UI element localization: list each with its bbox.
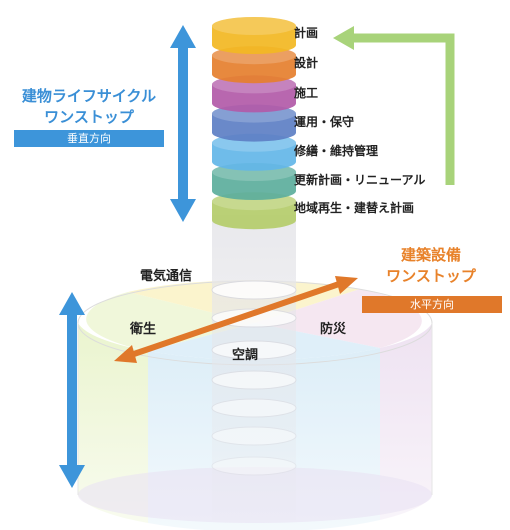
inner-discs	[211, 280, 297, 476]
lifecycle-direction-badge: 垂直方向	[14, 130, 164, 147]
lifecycle-stack	[212, 17, 296, 230]
stage-label-regeneration: 地域再生・建替え計画	[294, 201, 415, 215]
feedback-arrow	[333, 26, 455, 185]
inner-column	[212, 215, 296, 520]
stage-label-plan: 計画	[294, 26, 319, 40]
stage-label-repair: 修繕・維持管理	[294, 144, 379, 158]
diagonal-arrow-facilities	[114, 276, 358, 363]
facilities-title: 建築設備 ワンストップ	[376, 245, 486, 287]
facilities-title-line2: ワンストップ	[386, 267, 476, 285]
stage-label-construction: 施工	[294, 86, 319, 100]
inner-disc	[211, 370, 297, 390]
vertical-arrow-lifecycle	[170, 25, 196, 222]
lifecycle-title-line2: ワンストップ	[44, 108, 134, 126]
stage-label-renewal: 更新計画・リニューアル	[294, 173, 426, 187]
stage-label-operation: 運用・保守	[294, 115, 355, 129]
lifecycle-title-line1: 建物ライフサイクル	[21, 87, 157, 105]
facilities-direction-badge: 水平方向	[362, 296, 502, 313]
inner-disc	[211, 340, 297, 360]
facilities-title-line1: 建築設備	[400, 246, 461, 264]
stage-disc	[212, 17, 296, 54]
category-fire: 防災	[320, 322, 347, 337]
category-telecom: 電気通信	[140, 269, 193, 284]
inner-disc	[211, 398, 297, 418]
category-hygiene: 衛生	[130, 322, 157, 337]
inner-disc	[211, 456, 297, 476]
vertical-arrow-facilities	[59, 292, 85, 488]
lifecycle-title: 建物ライフサイクル ワンストップ	[8, 86, 170, 128]
inner-disc	[211, 426, 297, 446]
stage-label-design: 設計	[294, 56, 319, 70]
category-hvac: 空調	[232, 348, 259, 363]
inner-disc	[211, 280, 297, 300]
